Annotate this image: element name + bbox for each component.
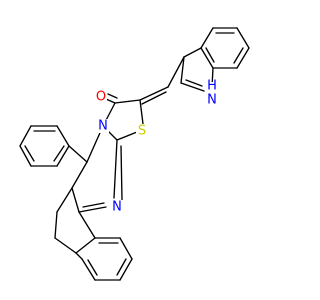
dihydro-ring <box>54 187 96 254</box>
atom-carbonyl-oxygen: O <box>95 90 107 105</box>
indole-pyrrole-ring <box>180 47 214 92</box>
carbonyl-group <box>105 93 118 104</box>
svg-text:N: N <box>98 119 108 134</box>
indole-benzene-ring <box>200 27 250 69</box>
phenyl-ring <box>19 125 88 167</box>
atom-indole-nitrogen: H N <box>205 79 219 108</box>
svg-text:H: H <box>207 79 217 94</box>
chemical-structure: O S N N H N <box>19 27 250 281</box>
fused-benzene-ring <box>75 237 133 281</box>
svg-text:O: O <box>96 90 106 105</box>
svg-text:N: N <box>207 93 217 108</box>
svg-text:S: S <box>138 124 146 139</box>
svg-text:N: N <box>112 200 122 215</box>
atom-imine-nitrogen: N <box>111 200 123 215</box>
atom-ring-nitrogen: N <box>97 119 109 134</box>
methylidene-bridge <box>139 56 185 105</box>
atom-thiazole-sulfur: S <box>136 124 148 139</box>
